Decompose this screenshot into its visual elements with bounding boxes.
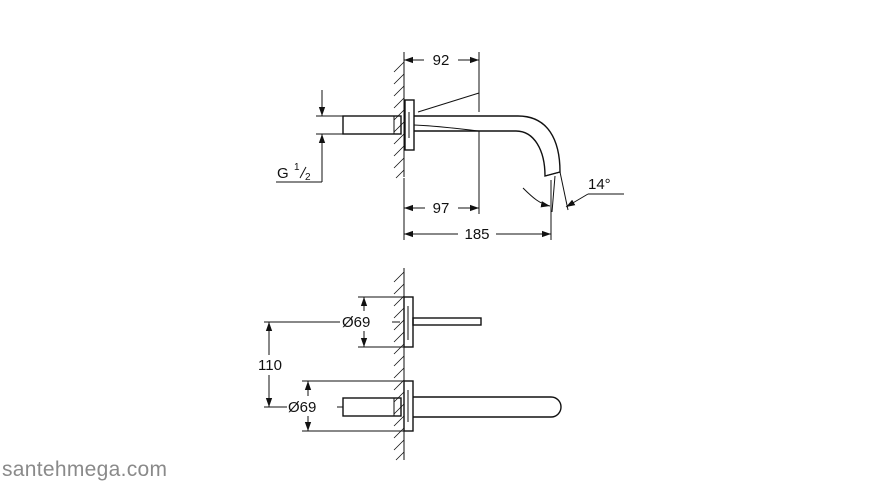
diameter-lower: Ø69 (288, 399, 316, 416)
concealed-body (342, 115, 402, 135)
concealed-body-lower (342, 397, 402, 417)
spacing-110: 110 (258, 357, 282, 374)
spout-flange (403, 380, 414, 432)
dim-97: 97 (433, 200, 450, 217)
thread-numerator: 1 (294, 162, 300, 173)
dim-92: 92 (433, 52, 450, 69)
spout (414, 115, 561, 177)
dim-185: 185 (464, 226, 489, 243)
watermark: santehmega.com (2, 458, 168, 481)
wall-upper (393, 52, 405, 179)
thread-denominator: 2 (305, 172, 311, 183)
handle-lever (412, 317, 482, 326)
diameter-upper: Ø69 (342, 314, 370, 331)
front-view: Ø69 Ø69 110 (252, 268, 562, 461)
thread-prefix: G (277, 165, 289, 182)
spout-top-view (413, 396, 562, 418)
angle-14: 14° (588, 176, 611, 193)
side-view: 92 97 185 G 1 2 14° (276, 50, 624, 244)
